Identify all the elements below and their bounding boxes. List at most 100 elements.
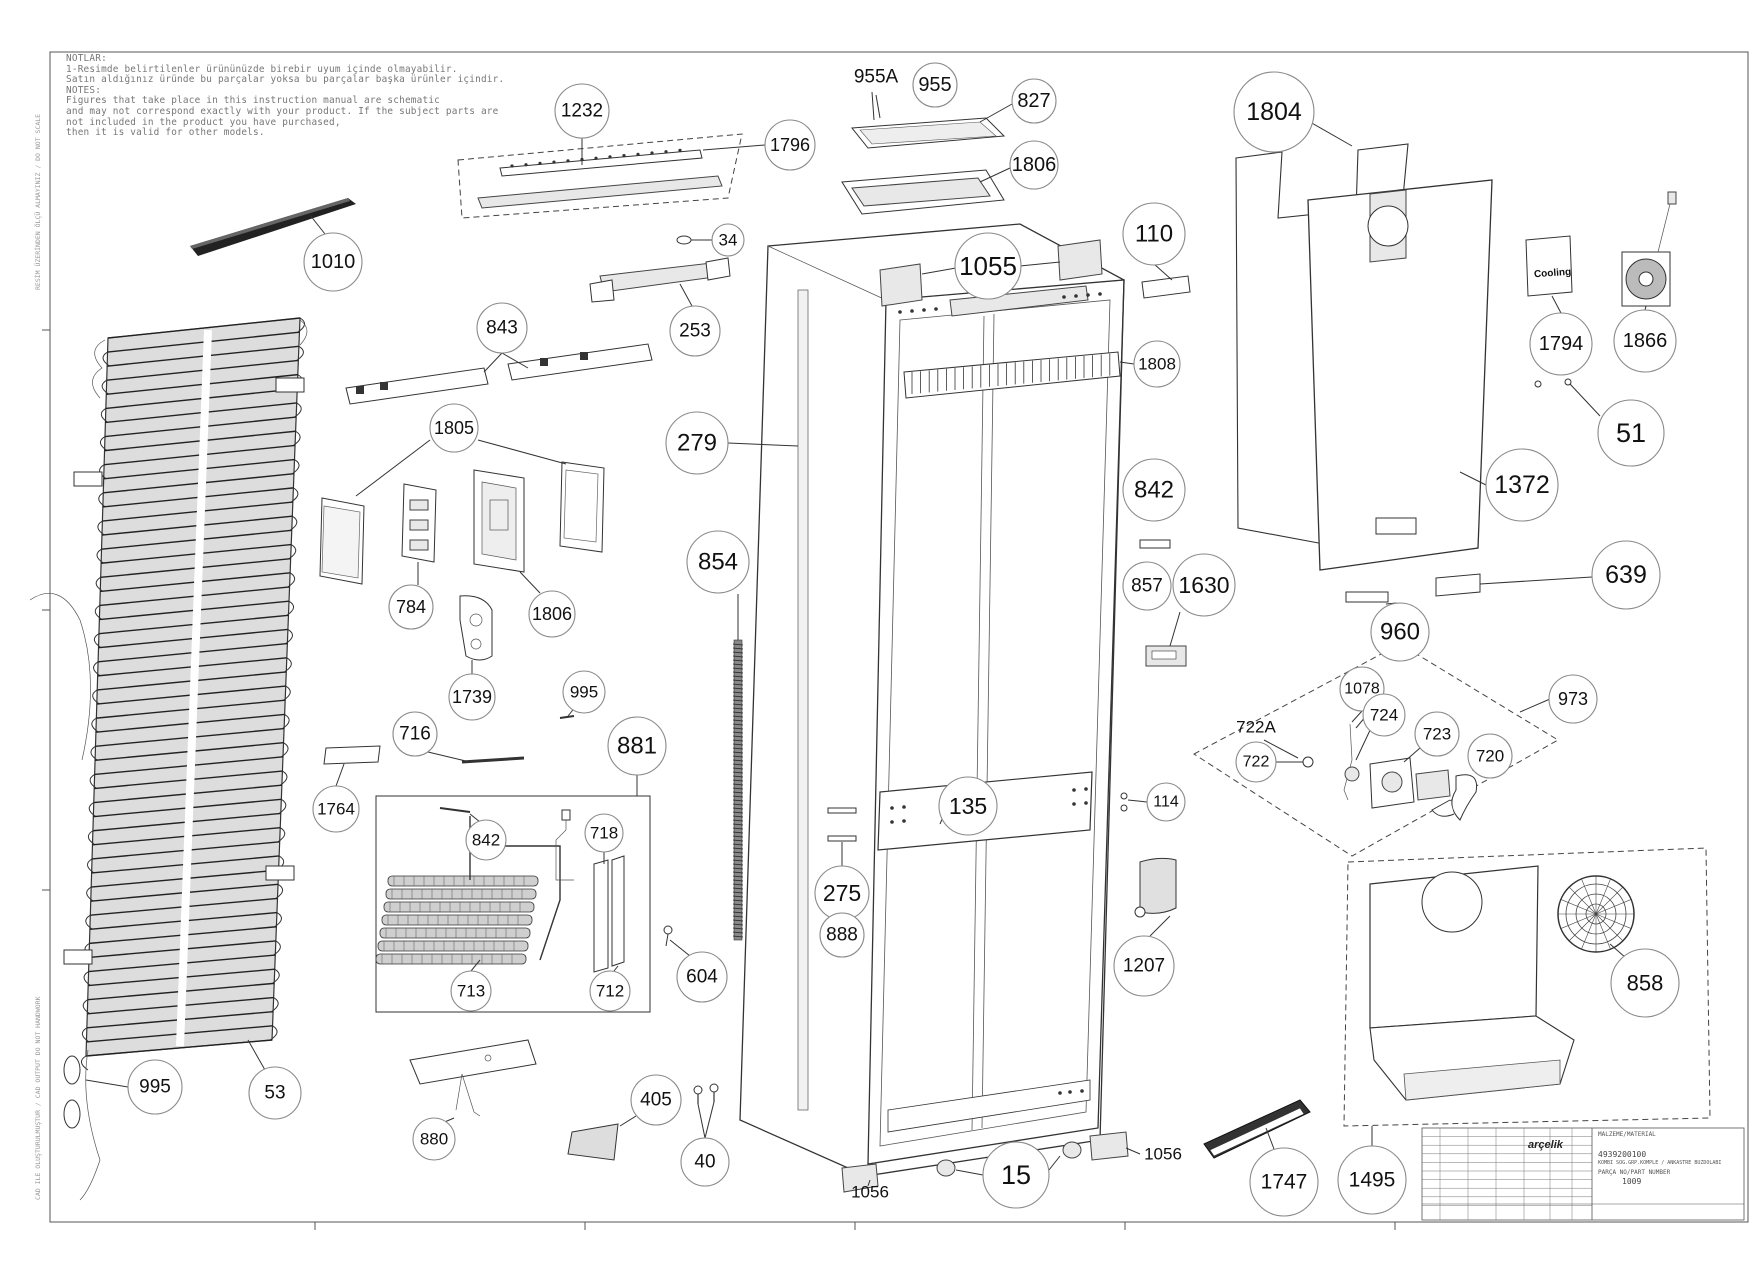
callout-text: 275 [823,880,861,906]
group-1495-fan-cover [1343,847,1711,1127]
callout-1747: 1747 [1249,1147,1319,1217]
callout-1056: 1056 [1144,1145,1182,1164]
callout-1495: 1495 [1337,1145,1407,1215]
callout-text: 1747 [1261,1171,1308,1194]
callout-text: 955 [918,74,951,96]
part-1805-covers [319,461,605,585]
part-995-screw [559,715,575,719]
callout-881: 881 [607,716,667,776]
callout-827: 827 [1011,78,1057,124]
callout-722: 722 [1235,741,1277,783]
part-evaporator-coils [375,816,561,965]
callout-text: 713 [457,982,485,1001]
part-1764-tape [323,745,381,765]
callout-text: 712 [596,982,624,1001]
tb-description: KOMBI SOG.GRP.KOMPLE / ANKASTRE BUZDOLAB… [1598,1160,1722,1166]
callout-text: 34 [719,231,738,250]
callout-842: 842 [1122,458,1186,522]
callout-40: 40 [680,1137,730,1187]
callout-854: 854 [686,530,750,594]
callout-1207: 1207 [1113,935,1175,997]
callout-text: 405 [640,1090,672,1111]
part-1372-air-duct [1307,179,1493,571]
part-723-motor [1369,757,1451,809]
part-114-screws [1120,792,1128,812]
callout-784: 784 [388,584,434,630]
part-880-plate [409,1039,537,1117]
callout-text: 1806 [532,604,572,624]
callout-1806: 1806 [1009,140,1059,190]
callout-text: 720 [1476,747,1504,766]
part-1808-shelf [903,351,1121,399]
part-53-condenser [29,317,308,1201]
callout-995: 995 [562,670,606,714]
part-842b-probe [1139,539,1171,549]
tb-material-label: MALZEME/MATERIAL [1598,1131,1656,1138]
callout-text: 1056 [851,1183,889,1202]
callout-1804: 1804 [1233,71,1315,153]
callout-text: 1805 [434,418,474,438]
note-line: Satın aldığınız üründe bu parçalar yoksa… [66,74,505,86]
callout-text: 716 [399,724,431,745]
part-720-fan-blade [1431,774,1478,821]
callout-text: 843 [486,318,518,339]
callout-1010: 1010 [303,232,363,292]
callout-405: 405 [630,1074,682,1126]
callout-1232: 1232 [554,83,610,139]
tb-sheet: 1009 [1622,1177,1642,1186]
callout-1372: 1372 [1485,448,1559,522]
callout-text: 110 [1135,221,1173,248]
callout-1764: 1764 [312,785,360,833]
part-110-handle [1141,275,1191,299]
callout-1739: 1739 [448,673,496,721]
part-854-tube [732,639,744,941]
note-line: NOTLAR: [66,53,107,64]
callout-text: 1055 [959,251,1017,281]
callout-888: 888 [819,912,865,958]
callout-880: 880 [412,1117,456,1161]
callout-text: 1739 [452,687,492,707]
callout-text: 955A [854,67,899,88]
callout-135: 135 [938,776,998,836]
callout-text: 1804 [1246,98,1302,126]
note-line: Figures that take place in this instruct… [66,95,441,107]
drawing-notes: NOTLAR:1-Resimde belirtilenler ürününüzd… [66,53,505,139]
callout-1808: 1808 [1133,340,1181,388]
frame-ticks [42,329,1396,1230]
callout-53: 53 [248,1066,302,1120]
callout-1805: 1805 [429,403,479,453]
callout-text: 1207 [1123,956,1165,977]
callout-253: 253 [669,305,721,357]
part-1806-housing [473,469,525,573]
part-784-pcb [401,483,437,563]
group-881-evaporator [375,795,651,1013]
callout-text: 718 [590,824,618,843]
callout-1806: 1806 [528,590,576,638]
callout-955: 955 [912,62,958,108]
part-1207-cover [1134,857,1177,918]
callout-text: 1010 [311,251,356,273]
title-block [1421,1127,1745,1221]
callout-text: 995 [139,1077,171,1098]
part-639-cover [1435,573,1481,597]
callout-1794: 1794 [1529,312,1593,376]
part-1630-display [1145,645,1187,667]
part-1495-panel [1369,865,1575,1101]
part-1739-thermostat [459,595,493,661]
callout-text: 1078 [1344,681,1380,698]
callout-275: 275 [814,865,870,921]
part-40-screws [693,1083,719,1104]
part-716-rod [461,756,525,764]
callout-718: 718 [584,813,624,853]
callout-text: 15 [1001,1160,1031,1190]
note-line: and may not correspond exactly with your… [66,105,499,117]
part-15-wheels [936,1141,1082,1177]
part-718-heater [555,809,574,881]
callout-text: 973 [1558,689,1588,709]
part-722-grommet [1302,756,1314,768]
part-604-clip [663,925,673,947]
callout-text: 253 [679,321,711,342]
note-line: 1-Resimde belirtilenler ürününüzde bireb… [66,63,458,75]
